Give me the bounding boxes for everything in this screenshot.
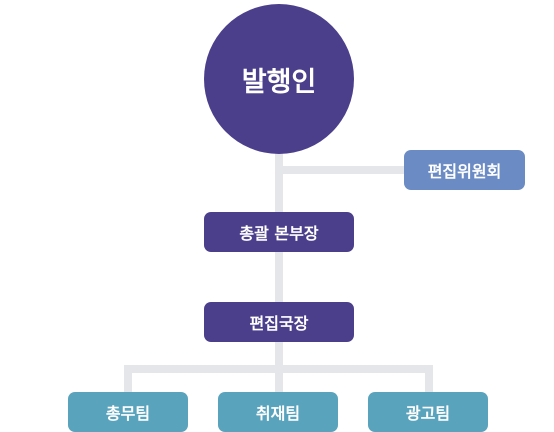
team-label: 총무팀 <box>105 404 151 423</box>
team-horizontal-line <box>124 365 433 373</box>
publisher-node: 발행인 <box>204 4 354 154</box>
general-manager-node: 총괄 본부장 <box>204 212 354 252</box>
chief-editor-node: 편집국장 <box>204 302 354 342</box>
team-node: 총무팀 <box>68 392 188 432</box>
general-manager-label: 총괄 본부장 <box>239 224 319 243</box>
publisher-label: 발행인 <box>241 66 317 98</box>
editorial-committee-label: 편집위원회 <box>427 162 502 181</box>
team-label: 취재팀 <box>255 404 301 423</box>
team-drop-line-right <box>425 365 433 395</box>
team-drop-line-left <box>124 365 132 395</box>
trunk-line <box>275 150 283 395</box>
committee-branch-line <box>280 166 408 174</box>
team-node: 광고팀 <box>368 392 488 432</box>
chief-editor-label: 편집국장 <box>249 314 309 333</box>
team-node: 취재팀 <box>218 392 338 432</box>
team-label: 광고팀 <box>405 404 451 423</box>
editorial-committee-node: 편집위원회 <box>404 150 525 190</box>
